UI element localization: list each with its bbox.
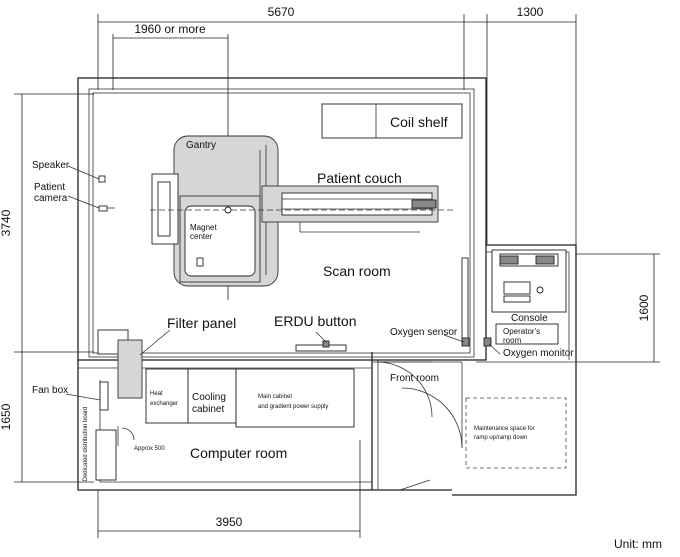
label-oxygen-monitor: Oxygen monitor [503,348,574,359]
label-front-room: Front room [390,373,439,384]
label-fan-box: Fan box [32,385,68,396]
operators-room-box [495,323,559,345]
wall-fixtures [97,175,492,399]
dim-approx: Approx 500 [134,446,165,452]
dim-left-height: 3740 [0,209,13,236]
dim-top-right: 1300 [517,5,544,19]
dim-left-lower: 1650 [0,403,13,430]
label-speaker: Speaker [32,160,70,171]
doors [121,361,463,491]
label-oxygen-sensor: Oxygen sensor [390,327,458,338]
label-unit: Unit: mm [614,537,662,551]
leader-lines [65,165,501,401]
label-computer-room: Computer room [190,445,287,461]
computer-room-equipment [95,368,355,481]
label-scan-room: Scan room [323,263,391,279]
maintenance-space [465,397,567,469]
label-console: Console [511,313,548,324]
label-filter-panel: Filter panel [167,315,236,331]
dim-gantry-clearance: 1960 or more [134,22,206,36]
label-erdu-button: ERDU button [274,313,356,329]
walls [77,77,577,496]
label-coil-shelf: Coil shelf [390,114,448,130]
magnet-center-marker [150,206,456,214]
label-gantry: Gantry [186,140,216,151]
label-patient-couch: Patient couch [317,170,402,186]
dim-right-height: 1600 [637,294,651,321]
console [491,249,567,313]
dimension-lines [14,14,660,538]
dim-bottom-width: 3950 [216,515,243,529]
label-distribution-board: Dedicated distribution board [83,407,89,482]
patient-couch [261,185,439,233]
gantry [151,135,279,287]
dim-top-width: 5670 [268,5,295,19]
coil-shelf [321,103,463,139]
